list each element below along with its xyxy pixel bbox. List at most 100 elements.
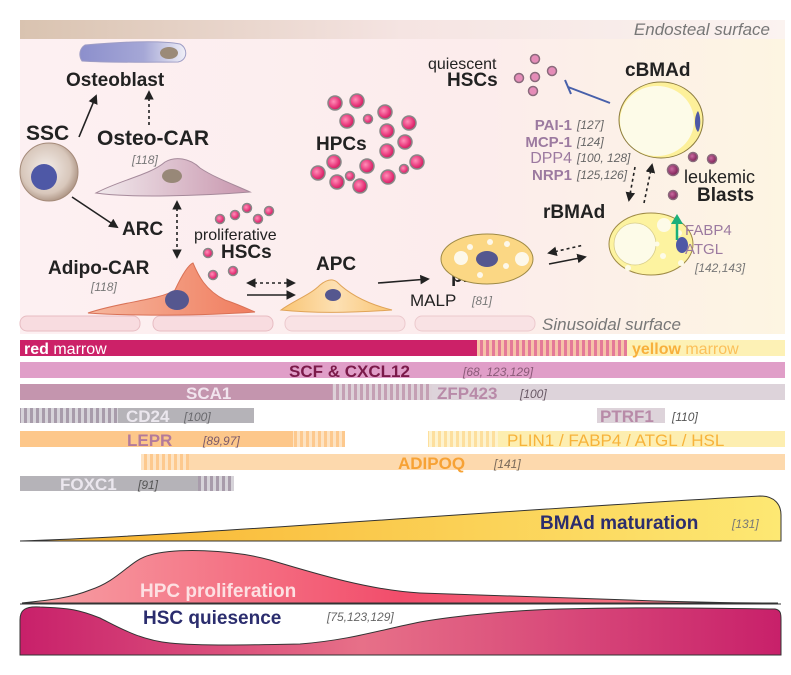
marrow-transition-band (477, 340, 627, 356)
inhibition-line (564, 79, 611, 104)
foxc1-band (20, 476, 198, 491)
ssc-label: SSC (26, 122, 69, 145)
cbmad-factor-nrp1: NRP1 (532, 167, 572, 184)
cbmad-factor-ref: [124] (576, 135, 604, 149)
hsc-quiescence-ref: [75,123,129] (326, 610, 394, 624)
upregulation-arrow (671, 214, 683, 240)
hsc-quiescence-curve (19, 606, 782, 656)
yellow-marrow-label: yellow marrow (632, 341, 739, 358)
cd24-band (118, 408, 254, 423)
sinusoidal-surface-label: Sinusoidal surface (542, 315, 681, 334)
adipoq-ref: [141] (493, 457, 521, 471)
proliferative-hscs-label: HSCs (221, 242, 272, 263)
arrow-rbmad-to-cbmad (643, 163, 656, 204)
zfp423-ref: [100] (519, 387, 547, 401)
endosteal-surface-band (20, 20, 785, 39)
endosteal-surface-label: Endosteal surface (634, 20, 770, 39)
pread-cell (440, 233, 534, 285)
apc-label: APC (316, 254, 356, 275)
quiescent-hsc-cluster (513, 53, 558, 97)
zfp423-label: ZFP423 (437, 384, 497, 403)
rbmad-factor-ref: [142,143] (694, 261, 746, 275)
ptrf1-ref: [110] (671, 410, 698, 424)
lepr-ref: [89,97] (202, 434, 240, 448)
cd24-transition (20, 408, 118, 423)
osteo-car-cell (94, 158, 252, 197)
leukemic-label: leukemic (684, 167, 755, 187)
foxc1-ref: [91] (137, 478, 159, 492)
hpcs-label: HPCs (316, 134, 367, 155)
arrow-apc-to-pread (377, 274, 430, 285)
zfp423-band (432, 384, 785, 400)
ssc-cell (19, 142, 79, 202)
blasts-label: Blasts (697, 185, 754, 206)
quiescent-label: quiescent (428, 56, 497, 73)
cbmad-factor-pai1: PAI-1 (535, 117, 572, 134)
bmad-maturation-ref: [131] (731, 517, 759, 531)
adipoq-transition (141, 454, 189, 470)
cbmad-factor-ref: [100, 128] (576, 151, 631, 165)
cbmad-factor-ref: [125,126] (576, 168, 628, 182)
hpc-cluster (310, 93, 425, 194)
hsc-quiescence-label: HSC quiesence (143, 608, 281, 629)
marker-bands: red marrow yellow marrow SCF & CXCL12 [6… (20, 340, 785, 494)
cbmad-factor-list: PAI-1 [127] MCP-1 [124] DPP4 [100, 128] NRP1 [1… (525, 117, 631, 184)
plin1-label: PLIN1 / FABP4 / ATGL / HSL (507, 431, 724, 450)
ptrf1-label: PTRF1 (600, 407, 654, 426)
cbmad-cell (618, 81, 704, 159)
rbmad-factor-atgl: ATGL (685, 241, 723, 258)
apc-cell (279, 279, 393, 313)
scf-cxcl12-band (20, 362, 785, 378)
adipo-car-label: Adipo-CAR (48, 258, 150, 279)
ptrf1-band (597, 408, 665, 423)
lineage-arrows (71, 90, 656, 300)
cd24-label: CD24 (126, 407, 170, 426)
lepr-label: LEPR (127, 431, 172, 450)
red-marrow-label: red marrow (24, 341, 107, 358)
scf-cxcl12-ref: [68, 123,129] (462, 365, 534, 379)
adipoq-band (189, 454, 785, 470)
arrow-ssc-to-osteoblast (78, 94, 98, 138)
bmad-maturation-wedge (19, 495, 782, 542)
cd24-ref: [100] (183, 410, 211, 424)
leukemic-blasts (666, 151, 718, 201)
osteoblast-cell (79, 41, 187, 63)
cbmad-label: cBMAd (625, 60, 690, 81)
cbmad-factor-mcp1: MCP-1 (525, 134, 572, 151)
red-marrow-band (20, 340, 474, 356)
malp-ref: [81] (471, 294, 493, 308)
adipoq-label: ADIPOQ (398, 454, 465, 473)
foxc1-transition (198, 476, 234, 491)
rbmad-label: rBMAd (543, 202, 605, 223)
proliferative-label: proliferative (194, 227, 277, 244)
sca1-zfp423-transition (332, 384, 432, 400)
plin1-transition (428, 431, 498, 447)
hpc-proliferation-label: HPC proliferation (140, 581, 296, 602)
bmad-maturation-label: BMAd maturation (540, 513, 698, 534)
adipo-car-cell (87, 262, 256, 316)
cbmad-factor-ref: [127] (576, 118, 604, 132)
osteoblast-label: Osteoblast (66, 70, 165, 91)
lepr-transition (293, 431, 345, 447)
arc-label: ARC (122, 219, 163, 240)
cbmad-factor-dpp4: DPP4 (530, 150, 572, 167)
sca1-label: SCA1 (186, 384, 231, 403)
arrow-pread-to-rbmad (548, 253, 587, 265)
hpc-proliferation-curve (21, 550, 779, 604)
rbmad-factor-fabp4: FABP4 (685, 222, 732, 239)
adipo-car-ref: [118] (90, 280, 117, 294)
sca1-band (20, 384, 332, 400)
plin1-band (498, 431, 785, 447)
malp-label: MALP (410, 291, 456, 310)
arrow-ssc-to-arc (71, 196, 119, 229)
foxc1-label: FOXC1 (60, 475, 117, 494)
osteo-car-label: Osteo-CAR (97, 127, 209, 150)
osteo-car-ref: [118] (131, 153, 158, 167)
lepr-band (20, 431, 293, 447)
yellow-marrow-band (627, 340, 785, 356)
proliferative-hsc-cluster (202, 202, 275, 281)
sinusoid-endothelium (19, 315, 536, 332)
quiescent-hscs-label: HSCs (447, 70, 498, 91)
scf-cxcl12-label: SCF & CXCL12 (289, 362, 410, 381)
